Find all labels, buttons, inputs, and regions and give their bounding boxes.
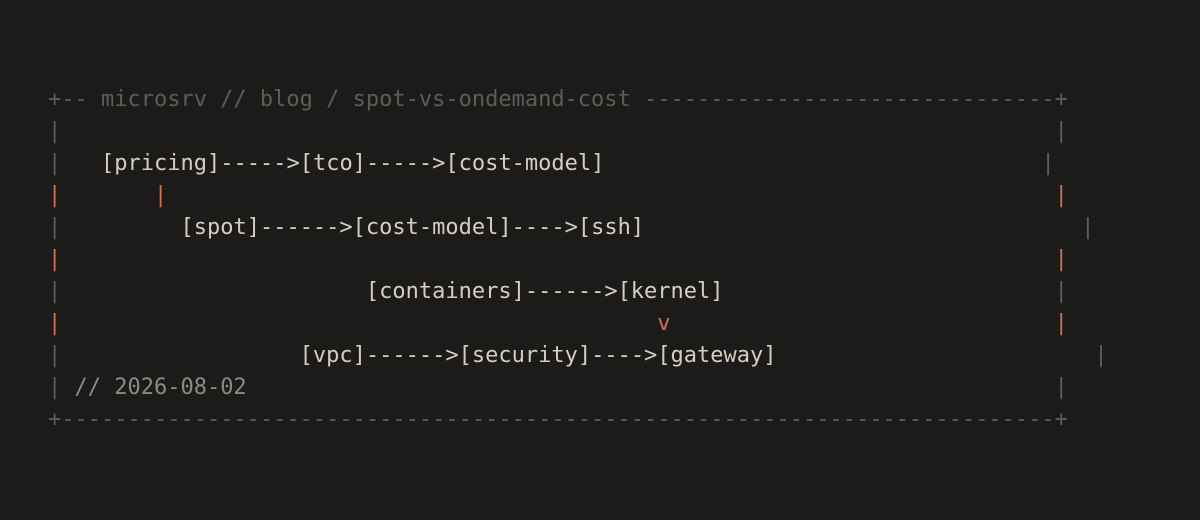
diagram-border: +---------------------------------------… xyxy=(48,407,1068,432)
connector-row-1: | | | xyxy=(48,180,1148,212)
diagram-node: [vpc] xyxy=(299,343,366,368)
ascii-diagram: +-- microsrv // blog / spot-vs-ondemand-… xyxy=(48,84,1148,436)
diagram-node: [containers] xyxy=(365,279,525,304)
diagram-spacer xyxy=(61,247,1054,272)
diagram-spacer xyxy=(724,279,1055,304)
connector-row-2: | | xyxy=(48,244,1148,276)
diagram-border: | xyxy=(1081,215,1095,240)
row-containers-chain: | [containers]------>[kernel] | xyxy=(48,276,1148,308)
diagram-node: [gateway] xyxy=(657,343,777,368)
diagram-connector: | xyxy=(48,247,62,272)
diagram-spacer xyxy=(61,279,366,304)
diagram-border: | xyxy=(1054,375,1068,400)
diagram-border: | xyxy=(48,279,62,304)
diagram-edge: -----> xyxy=(365,151,446,176)
diagram-connector: | xyxy=(48,311,62,336)
diagram-border: | xyxy=(1054,279,1068,304)
diagram-date: // 2026-08-02 xyxy=(61,375,247,400)
diagram-edge: ------> xyxy=(524,279,618,304)
diagram-connector: | xyxy=(1054,247,1068,272)
date-row: | // 2026-08-02 | xyxy=(48,372,1148,404)
diagram-spacer xyxy=(644,215,1081,240)
diagram-node: [security] xyxy=(458,343,592,368)
row-vpc-chain: | [vpc]------>[security]---->[gateway] | xyxy=(48,340,1148,372)
diagram-border: | xyxy=(48,151,62,176)
diagram-node: [spot] xyxy=(180,215,260,240)
diagram-spacer xyxy=(604,151,1041,176)
diagram-connector: | xyxy=(48,183,62,208)
diagram-edge: ------> xyxy=(365,343,459,368)
diagram-spacer xyxy=(247,375,1055,400)
diagram-border: | xyxy=(48,215,62,240)
diagram-edge: -----> xyxy=(220,151,300,176)
blank-row: | | xyxy=(48,116,1148,148)
diagram-node: [kernel] xyxy=(617,279,724,304)
diagram-spacer xyxy=(61,151,101,176)
header-border: +-- microsrv // blog / spot-vs-ondemand-… xyxy=(48,84,1148,116)
diagram-edge: ----> xyxy=(511,215,578,240)
footer-border: +---------------------------------------… xyxy=(48,404,1148,436)
diagram-node: [cost-model] xyxy=(445,151,605,176)
diagram-node: [cost-model] xyxy=(352,215,512,240)
diagram-border: | xyxy=(1094,343,1108,368)
diagram-connector: | xyxy=(1054,183,1068,208)
diagram-node: [ssh] xyxy=(577,215,645,240)
diagram-edge: ------> xyxy=(259,215,353,240)
diagram-node: [tco] xyxy=(299,151,366,176)
connector-row-3: | v | xyxy=(48,308,1148,340)
diagram-border: +-- microsrv // blog / spot-vs-ondemand-… xyxy=(48,87,1068,112)
diagram-border: | xyxy=(48,343,62,368)
diagram-spacer xyxy=(777,343,1095,368)
row-pricing-chain: | [pricing]----->[tco]----->[cost-model]… xyxy=(48,148,1148,180)
diagram-spacer xyxy=(671,311,1055,336)
diagram-connector: v xyxy=(657,311,671,336)
diagram-spacer xyxy=(61,311,657,336)
diagram-border: | xyxy=(48,375,62,400)
diagram-edge: ----> xyxy=(591,343,658,368)
diagram-spacer xyxy=(61,343,299,368)
diagram-node: [pricing] xyxy=(101,151,221,176)
row-spot-chain: | [spot]------>[cost-model]---->[ssh] | xyxy=(48,212,1148,244)
diagram-spacer xyxy=(167,183,1054,208)
diagram-spacer xyxy=(61,183,154,208)
diagram-border: | xyxy=(1041,151,1055,176)
diagram-border: | | xyxy=(48,119,1068,144)
diagram-connector: | xyxy=(153,183,168,208)
diagram-spacer xyxy=(61,215,180,240)
diagram-connector: | xyxy=(1054,311,1068,336)
